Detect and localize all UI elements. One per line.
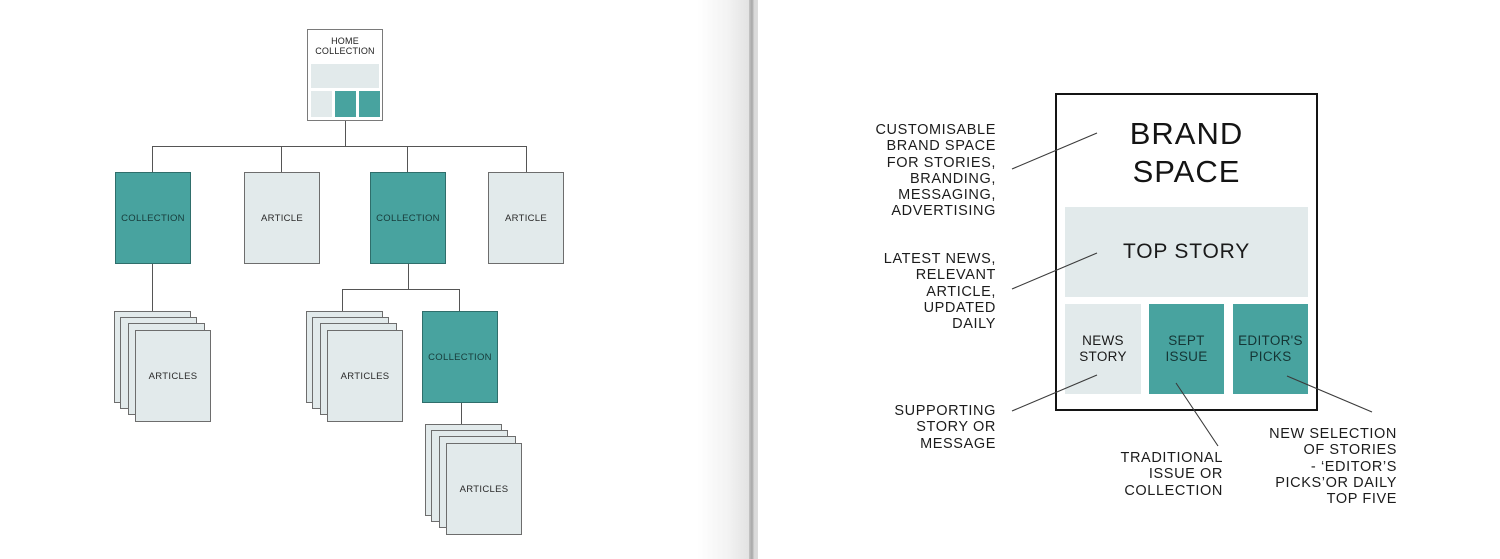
connector-line	[345, 121, 346, 147]
annotation-top-story: LATEST NEWS, RELEVANT ARTICLE, UPDATED D…	[883, 251, 996, 333]
home-collection-title: HOME COLLECTION	[315, 36, 375, 56]
page-layout-frame: BRAND SPACE TOP STORY NEWS STORY SEPT IS…	[1055, 93, 1318, 411]
editors-picks-label: EDITOR'S PICKS	[1238, 333, 1303, 364]
annotation-news-story: SUPPORTING STORY OR MESSAGE	[894, 403, 996, 452]
top-story-block: TOP STORY	[1065, 207, 1308, 297]
article-node: ARTICLE	[244, 172, 320, 264]
collection-node: COLLECTION	[370, 172, 446, 264]
connector-line	[152, 264, 153, 312]
articles-node: ARTICLES	[446, 443, 522, 535]
annotation-sept-issue: TRADITIONAL ISSUE OR COLLECTION	[1120, 450, 1223, 499]
home-collection-node: HOME COLLECTION	[307, 29, 383, 121]
brand-space-label: BRAND SPACE	[1129, 116, 1244, 189]
articles-node: ARTICLES	[135, 330, 211, 422]
editors-picks-tile: EDITOR'S PICKS	[1233, 304, 1308, 394]
connector-line	[152, 146, 153, 173]
articles-node: ARTICLES	[327, 330, 403, 422]
annotation-editors-picks: NEW SELECTION OF STORIES - ‘EDITOR’S PIC…	[1269, 426, 1397, 508]
connector-line	[152, 146, 527, 147]
connector-line	[459, 289, 460, 311]
annotation-brand-space: CUSTOMISABLE BRAND SPACE FOR STORIES, BR…	[875, 122, 996, 220]
connector-line	[342, 289, 343, 312]
home-thumbnail-tile	[311, 91, 332, 117]
collection-node: COLLECTION	[115, 172, 191, 264]
news-story-tile: NEWS STORY	[1065, 304, 1141, 394]
connector-line	[408, 264, 409, 289]
top-story-label: TOP STORY	[1122, 240, 1251, 263]
connector-line	[461, 403, 462, 425]
connector-line	[526, 146, 527, 173]
collection-node: COLLECTION	[422, 311, 498, 403]
home-thumbnail-tile	[335, 91, 356, 117]
connector-line	[281, 146, 282, 173]
home-thumbnail-tile	[359, 91, 380, 117]
book-spine	[749, 0, 758, 559]
connector-line	[407, 146, 408, 173]
news-story-label: NEWS STORY	[1079, 333, 1127, 364]
home-thumbnail-band	[311, 64, 379, 88]
sept-issue-label: SEPT ISSUE	[1165, 333, 1208, 364]
connector-line	[342, 289, 460, 290]
sept-issue-tile: SEPT ISSUE	[1149, 304, 1224, 394]
article-node: ARTICLE	[488, 172, 564, 264]
